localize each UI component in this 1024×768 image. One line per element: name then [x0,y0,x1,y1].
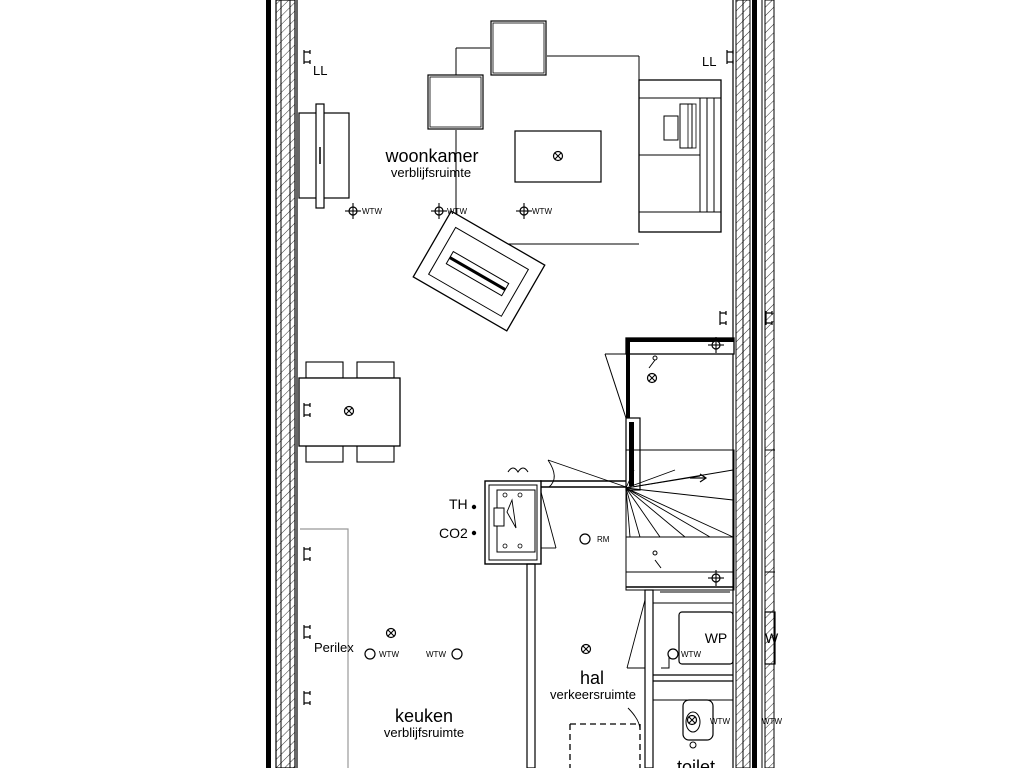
room-name-keuken: keuken [395,706,453,726]
wtw-label-7: WTW [710,717,730,726]
ceiling-light-toilet [686,714,698,726]
room-name-toilet: toilet [677,757,715,768]
room-type-hal: verkeersruimte [550,687,636,702]
co2-label: CO2 [439,525,468,541]
fixture-symbols [343,150,725,726]
room-name-hal: hal [580,668,604,688]
room-type-woonkamer: verblijfsruimte [391,165,471,180]
rm-label: RM [597,535,610,544]
ceiling-light-hal [580,643,592,655]
wp-label: WP [705,630,728,646]
ceiling-light-woonkamer [552,150,564,162]
wtw-label-4: WTW [379,650,399,659]
wp-neighbor-label: W [765,630,779,646]
wtw-label-1: WTW [362,207,382,216]
wtw-vent-3 [515,202,533,220]
wtw-label-6: WTW [681,650,701,659]
wtw-label-5: WTW [426,650,446,659]
stair-core [604,337,775,591]
ceiling-light-stair [646,372,658,384]
wtw-vent-1 [344,202,362,220]
meter-cupboard [484,467,557,565]
room-name-woonkamer: woonkamer [384,146,478,166]
ceiling-light-keuken [385,627,397,639]
wtw-vent-keuken-2 [451,648,463,660]
perilex-label: Perilex [314,640,354,655]
ceiling-light-dining [343,405,355,417]
ll-label-left: LL [313,63,327,78]
room-type-keuken: verblijfsruimte [384,725,464,740]
wtw-label-8: WTW [762,717,782,726]
right-party-wall [732,0,775,768]
thermostat-label: TH [449,496,468,512]
thermostat-dot [471,504,477,510]
left-outer-wall [266,0,298,768]
ll-label-right: LL [702,54,716,69]
wtw-vent-2 [430,202,448,220]
co2-dot [471,530,477,536]
wtw-vent-hal [667,648,679,660]
smoke-detector [579,533,591,545]
wtw-vent-keuken-1 [364,648,376,660]
hall-walls [300,528,776,768]
wtw-label-3: WTW [532,207,552,216]
woonkamer-furniture [298,20,722,332]
door-stair [540,459,627,488]
wtw-label-2: WTW [447,207,467,216]
